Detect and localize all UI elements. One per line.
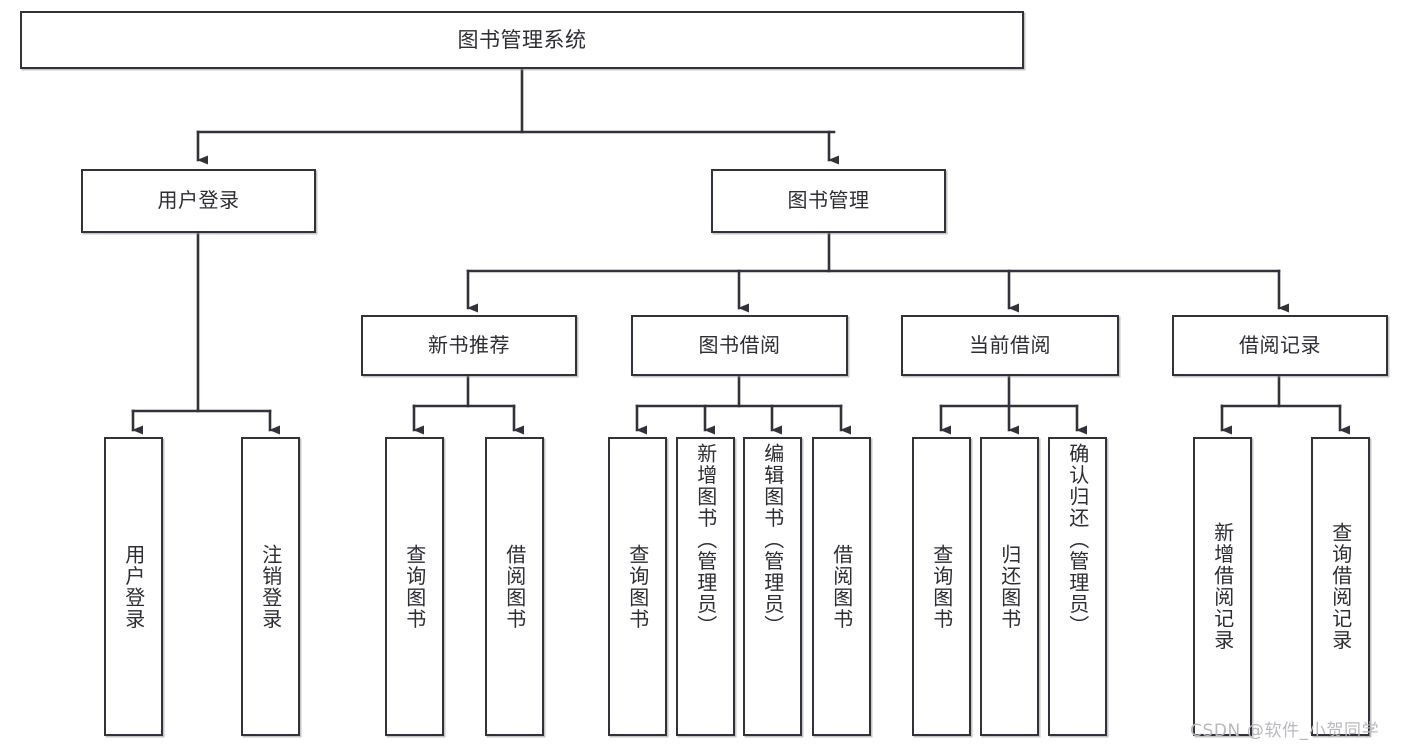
leaf-add-book-admin[interactable]: 新增图书（管理员） [676,437,735,736]
node-label: 借阅图书 [502,543,527,630]
leaf-return-book[interactable]: 归还图书 [980,437,1039,736]
node-label: 当前借阅 [969,332,1051,357]
node-label: 新增借阅记录 [1210,522,1235,651]
node-label: 新书推荐 [428,332,510,357]
node-new-book-recommendation[interactable]: 新书推荐 [361,315,577,376]
leaf-query-book-borrow[interactable]: 查询图书 [608,437,667,736]
node-label: 用户登录 [157,188,240,213]
leaf-borrow-book-recommend[interactable]: 借阅图书 [485,437,544,736]
leaf-query-book-recommend[interactable]: 查询图书 [385,437,444,736]
node-label: 新增图书（管理员） [693,443,718,637]
watermark-text: CSDN @软件_小贺同学 [1190,721,1380,741]
node-book-management[interactable]: 图书管理 [711,169,946,233]
node-label: 归还图书 [997,543,1022,630]
leaf-confirm-return-admin[interactable]: 确认归还（管理员） [1048,437,1107,736]
node-label: 图书管理 [787,188,870,213]
node-label: 借阅图书 [829,543,854,630]
node-label: 查询图书 [625,543,650,630]
node-label: 查询图书 [929,543,954,630]
node-label: 编辑图书（管理员） [760,443,785,637]
node-label: 查询借阅记录 [1328,522,1353,651]
node-label: 借阅记录 [1239,332,1321,357]
leaf-add-borrow-record[interactable]: 新增借阅记录 [1193,437,1252,736]
leaf-user-login[interactable]: 用户登录 [104,437,163,736]
node-label: 图书管理系统 [457,27,587,52]
leaf-query-book-current[interactable]: 查询图书 [912,437,971,736]
node-label: 确认归还（管理员） [1065,443,1090,637]
node-book-borrow[interactable]: 图书借阅 [631,315,848,376]
node-current-borrow[interactable]: 当前借阅 [901,315,1119,376]
node-label: 图书借阅 [698,332,781,357]
node-root-book-management-system[interactable]: 图书管理系统 [20,11,1024,69]
node-label: 注销登录 [258,543,283,630]
leaf-logout[interactable]: 注销登录 [241,437,300,736]
node-label: 用户登录 [121,543,146,630]
leaf-query-borrow-record[interactable]: 查询借阅记录 [1311,437,1370,736]
leaf-edit-book-admin[interactable]: 编辑图书（管理员） [743,437,802,736]
leaf-borrow-book[interactable]: 借阅图书 [812,437,871,736]
node-label: 查询图书 [402,543,427,630]
node-borrow-record[interactable]: 借阅记录 [1172,315,1388,376]
node-user-login[interactable]: 用户登录 [81,169,316,233]
